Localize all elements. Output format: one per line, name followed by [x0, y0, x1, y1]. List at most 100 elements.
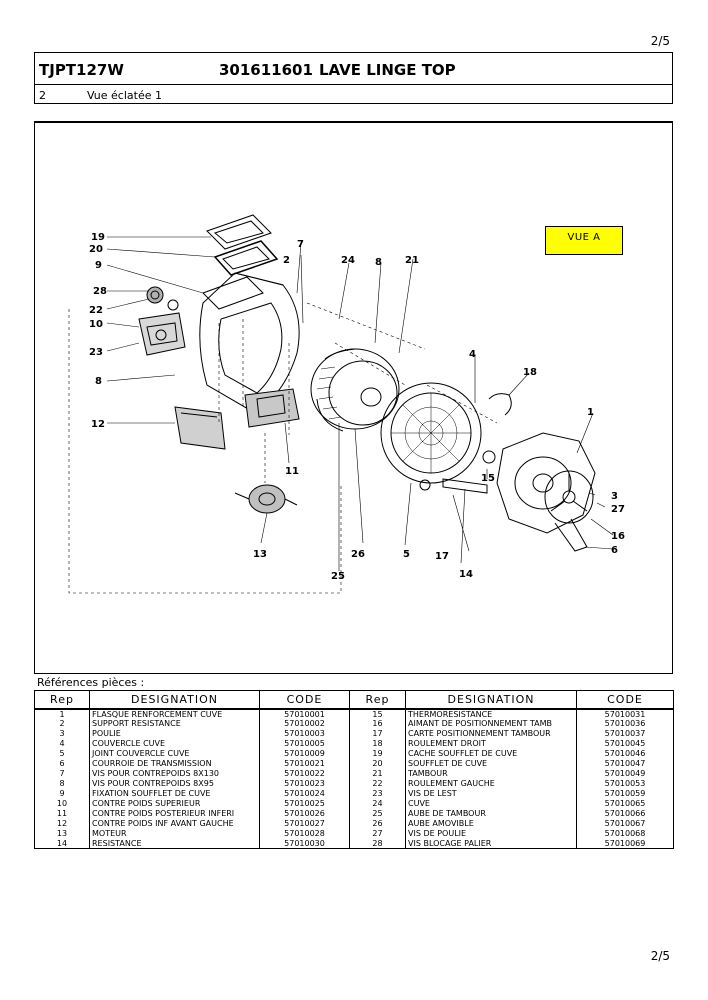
- part-contre-poids-inf-avant: [174, 406, 226, 450]
- svg-text:4: 4: [469, 349, 476, 360]
- part-flasque-renforcement: [496, 432, 596, 534]
- model-name: TJPT127W: [39, 61, 124, 79]
- svg-text:17: 17: [435, 551, 449, 562]
- table-cell-code: 57010068: [576, 828, 674, 839]
- table-cell-rep: 4: [34, 738, 90, 749]
- part-cache-soufflet: [206, 214, 272, 250]
- table-cell-code: 57010027: [259, 818, 350, 829]
- part-thermoresistance: [482, 450, 496, 464]
- table-cell-code: 57010001: [259, 707, 350, 719]
- col-rep-1: Rep: [34, 690, 90, 709]
- svg-text:8: 8: [375, 257, 382, 268]
- part-soufflet: [213, 240, 279, 276]
- col-designation-1: DESIGNATION: [89, 690, 260, 709]
- table-cell-code: 57010005: [259, 738, 350, 749]
- svg-text:3: 3: [611, 491, 618, 502]
- table-cell-des: POULIE: [89, 728, 260, 739]
- table-cell-rep: 14: [34, 838, 90, 849]
- part-poulie: [544, 470, 594, 524]
- table-cell-des: AIMANT DE POSITIONNEMENT TAMB: [405, 718, 577, 729]
- svg-text:24: 24: [341, 255, 355, 266]
- table-cell-code: 57010030: [259, 838, 350, 849]
- svg-text:8: 8: [95, 376, 102, 387]
- page-number-bottom: 2/5: [650, 949, 670, 963]
- table-cell-des: CONTRE POIDS POSTERIEUR INFERI: [89, 808, 260, 819]
- table-cell-des: TAMBOUR: [405, 768, 577, 779]
- table-cell-des: CACHE SOUFFLET DE CUVE: [405, 748, 577, 759]
- table-cell-code: 57010028: [259, 828, 350, 839]
- table-cell-code: 57010031: [576, 707, 674, 719]
- col-designation-2: DESIGNATION: [405, 690, 577, 709]
- exploded-view-diagram: 19 20 9 28 22 10 23 8 12 7 2 24 8 21 4 1…: [34, 121, 673, 674]
- header-box: TJPT127W 301611601 LAVE LINGE TOP 2 Vue …: [34, 52, 673, 104]
- table-cell-des: AUBE DE TAMBOUR: [405, 808, 577, 819]
- svg-text:27: 27: [611, 504, 625, 515]
- table-cell-des: CARTE POSITIONNEMENT TAMBOUR: [405, 728, 577, 739]
- table-cell-des: VIS DE LEST: [405, 788, 577, 799]
- table-cell-des: CONTRE POIDS INF AVANT GAUCHE: [89, 818, 260, 829]
- part-resistance: [442, 478, 488, 494]
- table-cell-rep: 26: [349, 818, 406, 829]
- table-cell-rep: 8: [34, 778, 90, 789]
- table-cell-code: 57010046: [576, 748, 674, 759]
- table-cell-des: VIS POUR CONTREPOIDS 8X95: [89, 778, 260, 789]
- svg-text:26: 26: [351, 549, 365, 560]
- table-cell-code: 57010009: [259, 748, 350, 759]
- table-cell-code: 57010002: [259, 718, 350, 729]
- table-header-row: Rep DESIGNATION CODE Rep DESIGNATION COD…: [34, 690, 674, 709]
- part-roulement-gauche: [146, 286, 164, 304]
- table-cell-code: 57010049: [576, 768, 674, 779]
- table-cell-rep: 9: [34, 788, 90, 799]
- table-cell-rep: 28: [349, 838, 406, 849]
- table-cell-rep: 2: [34, 718, 90, 729]
- table-cell-des: ROULEMENT GAUCHE: [405, 778, 577, 789]
- table-cell-rep: 13: [34, 828, 90, 839]
- table-cell-rep: 10: [34, 798, 90, 809]
- section-number: 2: [39, 89, 46, 102]
- part-cuve: [199, 272, 300, 414]
- svg-text:22: 22: [89, 305, 103, 316]
- part-roulement-droit: [488, 393, 512, 416]
- part-contre-poids-superieur: [138, 312, 186, 356]
- parts-reference-label: Références pièces :: [37, 676, 145, 689]
- table-cell-des: JOINT COUVERCLE CUVE: [89, 748, 260, 759]
- section-title: Vue éclatée 1: [87, 89, 162, 102]
- svg-text:6: 6: [611, 545, 618, 556]
- svg-text:18: 18: [523, 367, 537, 378]
- svg-text:14: 14: [459, 569, 473, 580]
- table-cell-des: AUBE AMOVIBLE: [405, 818, 577, 829]
- col-rep-2: Rep: [349, 690, 406, 709]
- table-cell-rep: 6: [34, 758, 90, 769]
- table-cell-des: THERMORESISTANCE: [405, 707, 577, 719]
- document-title: LAVE LINGE TOP: [319, 61, 456, 79]
- table-cell-code: 57010037: [576, 728, 674, 739]
- svg-text:10: 10: [89, 319, 103, 330]
- table-cell-code: 57010059: [576, 788, 674, 799]
- table-cell-code: 57010036: [576, 718, 674, 729]
- table-cell-rep: 7: [34, 768, 90, 779]
- table-cell-code: 57010065: [576, 798, 674, 809]
- table-cell-rep: 3: [34, 728, 90, 739]
- svg-text:11: 11: [285, 466, 299, 477]
- table-cell-rep: 20: [349, 758, 406, 769]
- table-cell-rep: 22: [349, 778, 406, 789]
- table-cell-code: 57010053: [576, 778, 674, 789]
- col-code-2: CODE: [576, 690, 674, 709]
- exploded-view-drawing: 19 20 9 28 22 10 23 8 12 7 2 24 8 21 4 1…: [68, 214, 625, 594]
- table-cell-des: SUPPORT RESISTANCE: [89, 718, 260, 729]
- table-cell-des: VIS POUR CONTREPOIDS 8X130: [89, 768, 260, 779]
- svg-text:12: 12: [91, 419, 105, 430]
- model-code: 301611601: [219, 61, 313, 79]
- svg-text:13: 13: [253, 549, 267, 560]
- svg-text:2: 2: [283, 255, 290, 266]
- svg-text:1: 1: [587, 407, 594, 418]
- table-cell-code: 57010045: [576, 738, 674, 749]
